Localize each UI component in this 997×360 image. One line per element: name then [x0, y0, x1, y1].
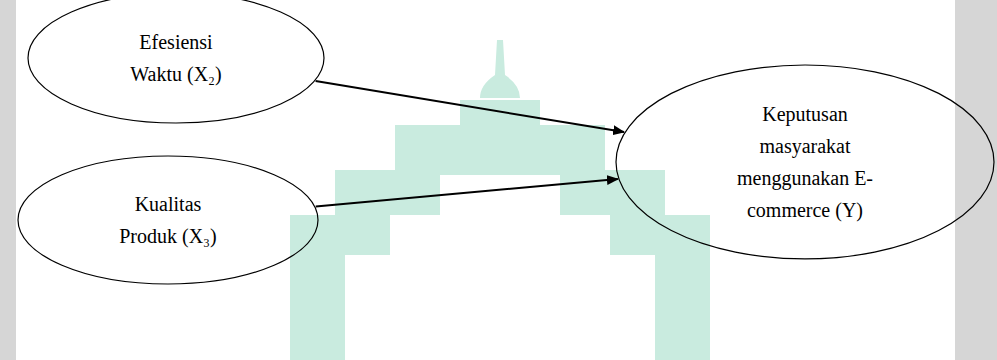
ellipse-node: Keputusan masyarakat menggunakan E-comme…: [615, 64, 995, 260]
logo-inner: [345, 175, 655, 360]
node-label: Kualitas Produk (X₃): [108, 188, 228, 252]
ellipse-outline: [17, 155, 319, 285]
node-label: Keputusan masyarakat menggunakan E-comme…: [730, 98, 880, 226]
edge-bar: [0, 0, 16, 360]
ellipse-node: Efesiensi Waktu (X₂): [27, 0, 325, 124]
arrow-connector: [316, 179, 618, 207]
node-label: Efesiensi Waktu (X₂): [116, 26, 236, 90]
ellipse-outline: [27, 0, 325, 124]
ellipse-node: Kualitas Produk (X₃): [17, 155, 319, 285]
ellipse-outline: [615, 64, 995, 260]
mosque-logo: [290, 40, 710, 360]
arrow-connector: [316, 81, 624, 132]
